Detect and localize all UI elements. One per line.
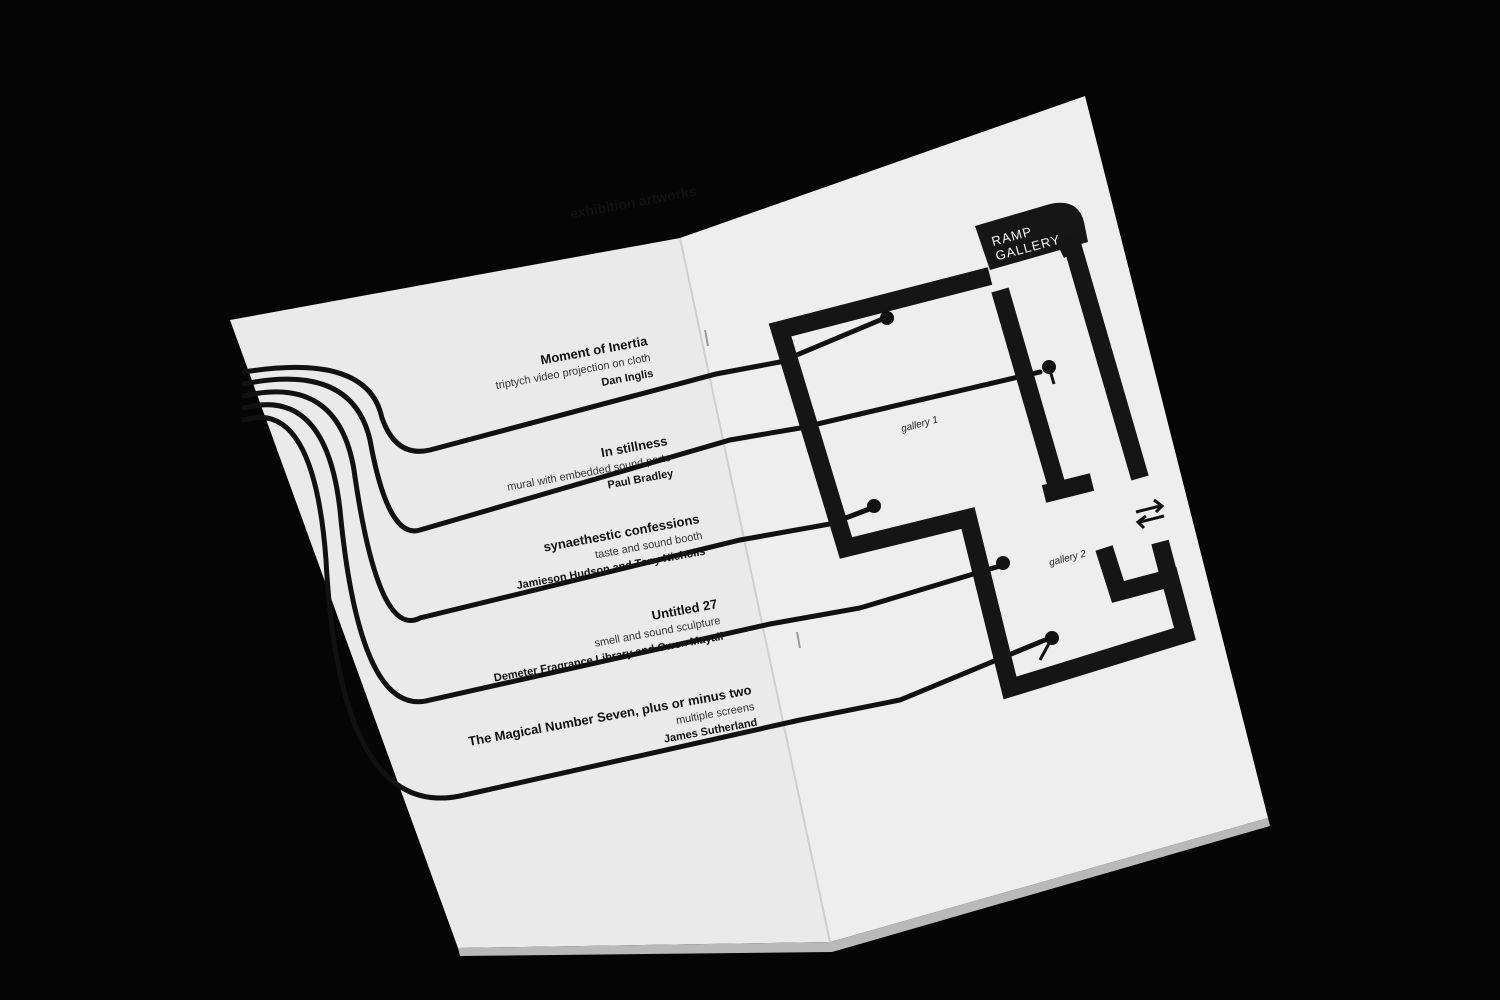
route-lines bbox=[241, 315, 1048, 801]
route-line-5 bbox=[241, 414, 1048, 801]
floor-plan: RAMP GALLERY bbox=[768, 202, 1196, 700]
inner-wall bbox=[991, 287, 1067, 493]
spine-fold bbox=[679, 237, 831, 943]
route-line-4 bbox=[241, 402, 1003, 705]
booklet bbox=[230, 96, 1270, 956]
artwork-list: exhibition artworks bbox=[569, 183, 698, 222]
gallery-walls bbox=[768, 231, 1196, 700]
pin-leaders bbox=[1038, 366, 1056, 661]
pin-3 bbox=[867, 499, 881, 513]
route-line-3 bbox=[241, 389, 875, 623]
inner-wall-cap bbox=[1041, 473, 1095, 503]
staples bbox=[704, 329, 801, 649]
gallery-1-wall bbox=[768, 267, 1196, 700]
pin-1 bbox=[880, 311, 894, 325]
route-line-1 bbox=[241, 315, 888, 454]
corridor-wall bbox=[1055, 231, 1149, 481]
heading: exhibition artworks bbox=[569, 183, 698, 222]
pin-4 bbox=[996, 556, 1010, 570]
gallery-2-wall bbox=[1151, 539, 1179, 583]
doorway-arrows-icon bbox=[1135, 498, 1165, 530]
ramp-gallery-logo-tab bbox=[975, 202, 1088, 270]
route-line-2 bbox=[241, 369, 1043, 534]
